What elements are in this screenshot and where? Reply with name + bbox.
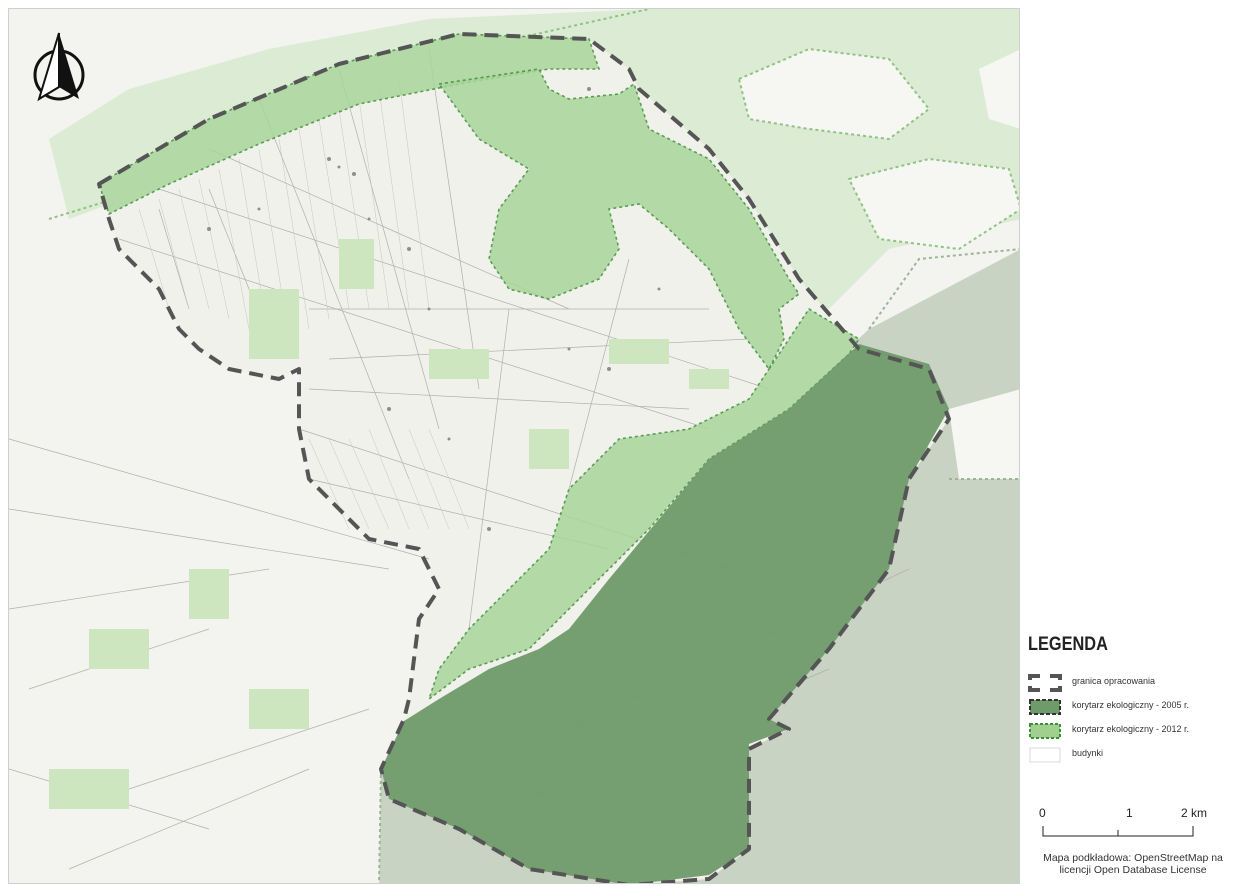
attribution-line-2: licencji Open Database License <box>1059 864 1207 876</box>
north-arrow-icon <box>33 32 85 102</box>
legend-item-boundary: granica opracowania <box>1028 672 1238 694</box>
scale-bar: 0 1 2 km <box>1028 806 1238 840</box>
map-legend: LEGENDA granica opracowania korytarz eko… <box>1028 620 1238 882</box>
attribution-line-1: Mapa podkładowa: OpenStreetMap na <box>1043 852 1223 864</box>
white-patch-east <box>949 389 1019 479</box>
green-field-patches <box>49 239 729 809</box>
white-patch-ne-2 <box>849 159 1019 249</box>
buildings-swatch-icon <box>1029 747 1061 763</box>
corridor-2005-outer-line <box>378 248 1019 883</box>
corridor-2005-swatch-icon <box>1029 699 1061 715</box>
legend-label-buildings: budynki <box>1072 748 1104 758</box>
white-patch-ne-top <box>979 49 1019 129</box>
corridor-2012-main <box>437 68 801 371</box>
white-patch-ne-1 <box>739 49 929 139</box>
legend-label-boundary: granica opracowania <box>1072 676 1156 686</box>
legend-label-corridor-2012: korytarz ekologiczny - 2012 r. <box>1072 724 1190 734</box>
corridor-2012-outer-line-ne <box>737 47 1019 251</box>
legend-label-corridor-2005: korytarz ekologiczny - 2005 r. <box>1072 700 1190 710</box>
map-drawing <box>9 9 1019 883</box>
legend-title: LEGENDA <box>1028 634 1108 655</box>
scale-label-0: 0 <box>1039 806 1046 820</box>
boundary-swatch-icon <box>1028 674 1062 692</box>
map-attribution: Mapa podkładowa: OpenStreetMap na licenc… <box>1028 852 1238 876</box>
scale-label-1: 1 <box>1126 806 1133 820</box>
map-canvas[interactable] <box>8 8 1020 884</box>
corridor-2012-south-band <box>427 307 861 702</box>
building-clusters <box>207 87 661 531</box>
corridor-2005-area <box>381 344 949 883</box>
legend-item-buildings: budynki <box>1028 744 1238 766</box>
field-strips <box>138 78 470 530</box>
legend-item-corridor-2005: korytarz ekologiczny - 2005 r. <box>1028 696 1238 718</box>
scale-label-2: 2 km <box>1181 806 1208 820</box>
legend-item-corridor-2012: korytarz ekologiczny - 2012 r. <box>1028 720 1238 742</box>
study-area-boundary <box>97 32 951 883</box>
scale-bar-line <box>1042 826 1194 837</box>
corridor-2012-swatch-icon <box>1029 723 1061 739</box>
